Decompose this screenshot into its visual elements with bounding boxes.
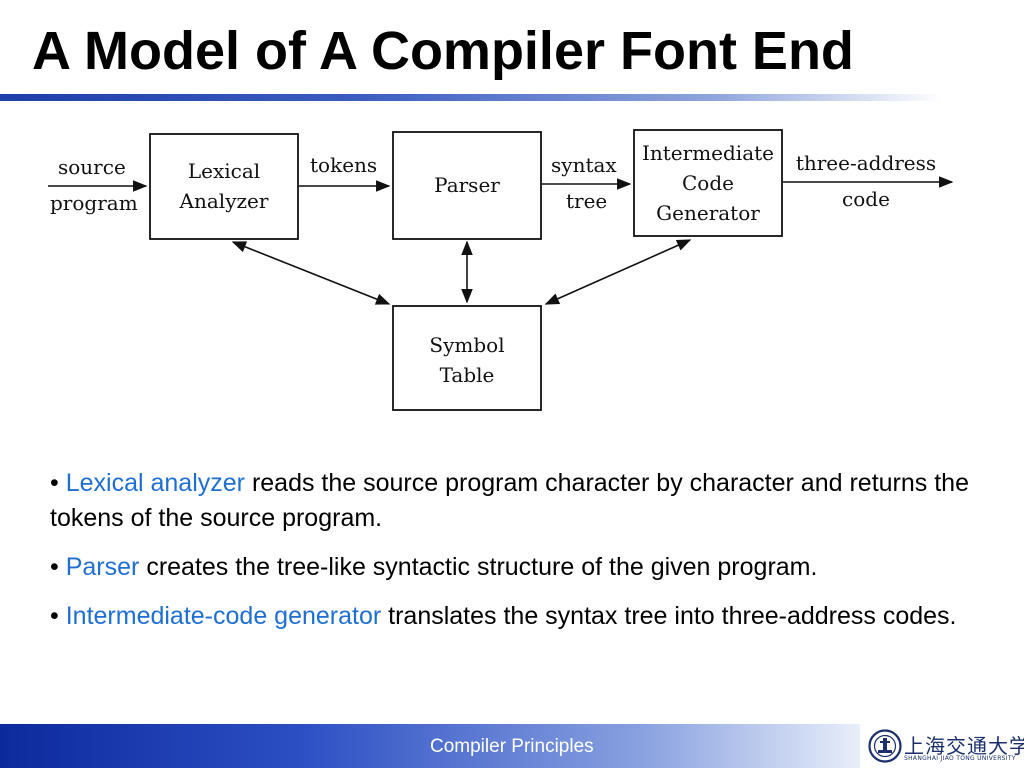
symbol-table-box bbox=[392, 305, 542, 411]
bullet-marker: • bbox=[50, 602, 59, 630]
university-seal-icon bbox=[868, 729, 902, 763]
lexical-analyzer-label-line2: Analyzer bbox=[179, 189, 269, 213]
icg-label-line3: Generator bbox=[656, 201, 760, 225]
lexical-analyzer-label-line1: Lexical bbox=[188, 159, 260, 183]
bullet-parser: • Parser creates the tree-like syntactic… bbox=[50, 550, 980, 585]
tokens-label: tokens bbox=[310, 153, 377, 177]
icg-label-line2: Code bbox=[682, 171, 734, 195]
symbol-table-label-line1: Symbol bbox=[429, 333, 504, 357]
icg-label-line1: Intermediate bbox=[642, 141, 774, 165]
lexical-symbol-arrow bbox=[231, 241, 391, 305]
intermediate-code-generator-box bbox=[633, 129, 783, 237]
university-name-chinese: 上海交通大学 bbox=[904, 734, 1024, 758]
bullet-marker: • bbox=[50, 553, 59, 581]
bullet-list: • Lexical analyzer reads the source prog… bbox=[50, 466, 980, 648]
bullet-text-parser: creates the tree-like syntactic structur… bbox=[146, 553, 818, 581]
title-underline bbox=[0, 94, 1024, 101]
bullet-marker: • bbox=[50, 469, 59, 497]
output-label-line1: three-address bbox=[796, 151, 936, 175]
footer-course-title: Compiler Principles bbox=[430, 736, 594, 757]
syntax-label-line2: tree bbox=[566, 189, 607, 213]
parser-box bbox=[392, 131, 542, 240]
parser-label: Parser bbox=[434, 173, 500, 197]
bullet-keyword-intermediate-code-generator: Intermediate-code generator bbox=[65, 602, 382, 630]
bullet-keyword-lexical-analyzer: Lexical analyzer bbox=[65, 469, 245, 497]
syntax-label-line1: syntax bbox=[551, 153, 617, 177]
bullet-intermediate-code-generator: • Intermediate-code generator translates… bbox=[50, 599, 980, 634]
footer-bar bbox=[0, 724, 860, 768]
bullet-text-lexical-analyzer: reads the source program character by ch… bbox=[50, 469, 969, 532]
input-label-line2: program bbox=[50, 191, 138, 215]
compiler-front-end-diagram: source program Lexical Analyzer tokens P… bbox=[48, 129, 954, 411]
bullet-keyword-parser: Parser bbox=[65, 553, 140, 581]
input-label-line1: source bbox=[58, 155, 126, 179]
icg-symbol-arrow bbox=[544, 239, 692, 305]
output-label-line2: code bbox=[842, 187, 890, 211]
bullet-text-intermediate-code-generator: translates the syntax tree into three-ad… bbox=[388, 602, 957, 630]
symbol-table-label-line2: Table bbox=[440, 363, 495, 387]
bullet-lexical-analyzer: • Lexical analyzer reads the source prog… bbox=[50, 466, 980, 536]
lexical-analyzer-box bbox=[149, 133, 299, 240]
slide-title: A Model of A Compiler Font End bbox=[32, 21, 854, 81]
university-logo: 上海交通大学 SHANGHAI JIAO TONG UNIVERSITY bbox=[866, 724, 1024, 768]
university-name-english: SHANGHAI JIAO TONG UNIVERSITY bbox=[904, 755, 1016, 762]
